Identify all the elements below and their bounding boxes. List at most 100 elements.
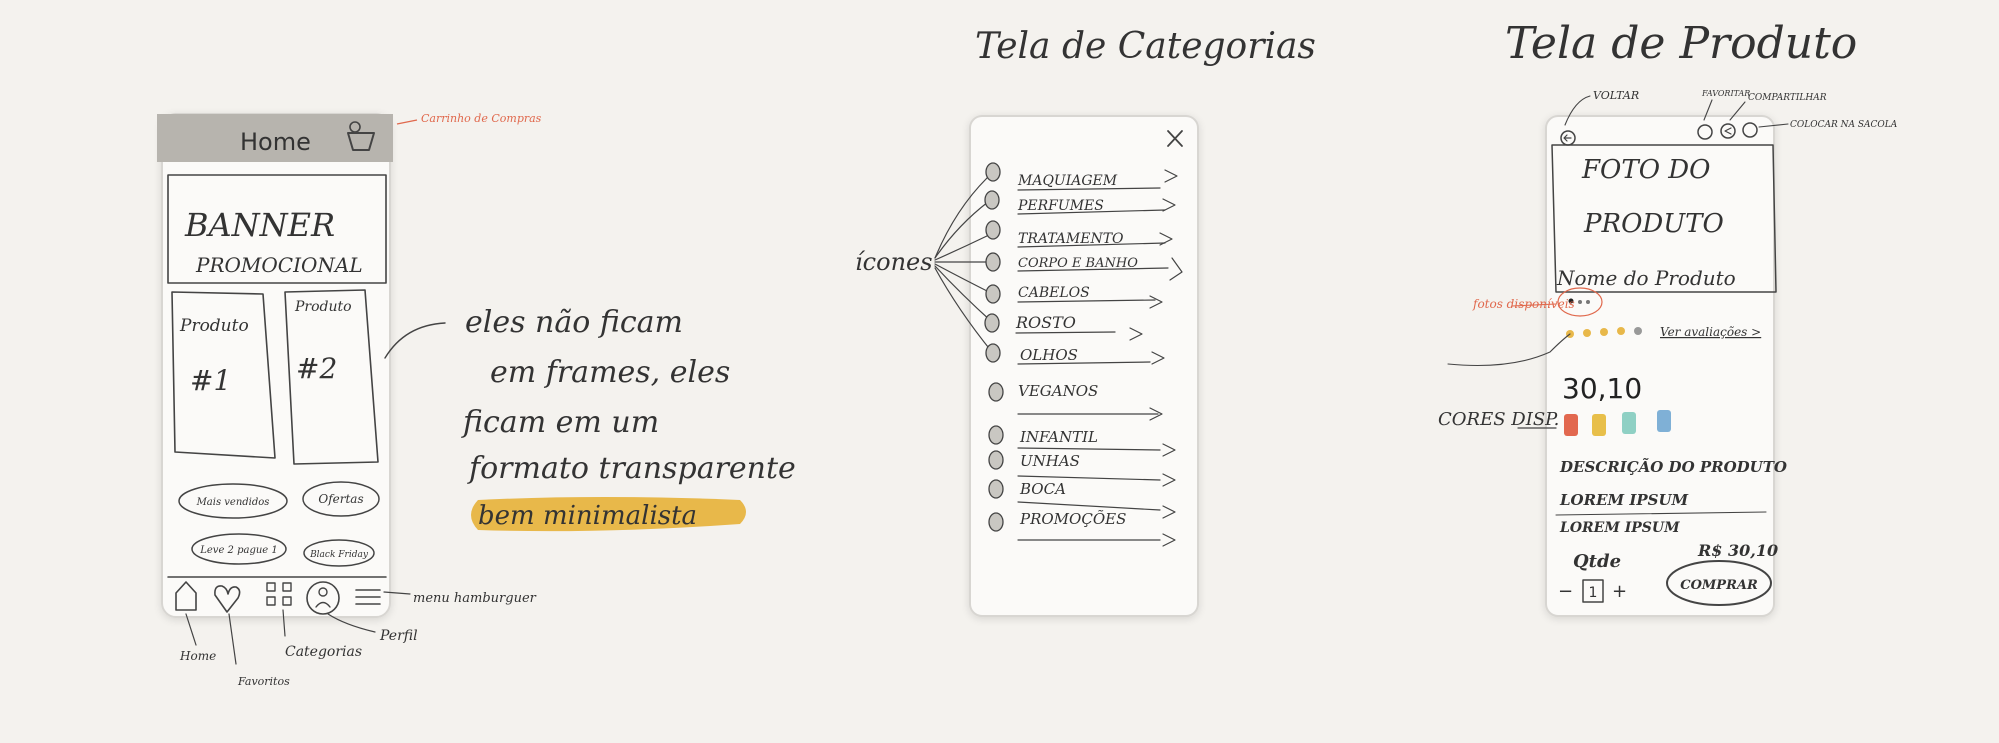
product-photo-box[interactable]	[1551, 144, 1777, 293]
category-label: MAQUIAGEM	[1017, 173, 1118, 189]
photos-highlight-circle	[1557, 287, 1603, 317]
cart-icon[interactable]	[347, 121, 375, 151]
category-row[interactable]: UNHAS	[988, 450, 1176, 487]
category-label: PROMOÇÕES	[1019, 510, 1126, 528]
product-card-label: Produto	[179, 316, 249, 336]
product-card[interactable]: Produto #2	[284, 289, 379, 465]
star-icon	[1600, 328, 1608, 336]
banner-line-2: PROMOCIONAL	[195, 253, 363, 277]
category-row[interactable]: CABELOS	[985, 284, 1163, 309]
x-icon[interactable]	[1167, 130, 1183, 147]
photo-dot[interactable]	[1578, 300, 1582, 304]
bag-annotation-line	[1758, 123, 1789, 128]
pill-leve-2-pague-1[interactable]: Leve 2 pague 1	[191, 533, 287, 565]
heart-tab-icon[interactable]	[214, 585, 241, 613]
pill-ofertas[interactable]: Ofertas	[302, 481, 380, 517]
color-swatch[interactable]	[1622, 412, 1636, 434]
qty-label: Qtde	[1573, 551, 1621, 572]
lorem-line: LOREM IPSUM	[1559, 491, 1689, 509]
categories-tab-icon[interactable]	[266, 582, 292, 606]
cart-annotation-arrow	[396, 119, 418, 125]
back-arrow-glyph	[1563, 134, 1572, 142]
note-line: formato transparente	[467, 451, 796, 486]
tab-label-profile: Perfil	[379, 628, 418, 644]
category-row[interactable]: MAQUIAGEM	[985, 162, 1178, 191]
category-row[interactable]: CORPO E BANHO	[985, 252, 1183, 281]
categories-label-arrow	[282, 609, 286, 637]
highlight-text: bem minimalista	[478, 501, 697, 531]
pill-label: Leve 2 pague 1	[199, 545, 278, 556]
price: 30,10	[1562, 372, 1642, 405]
photos-annotation-line	[1511, 303, 1557, 307]
qty-plus-button[interactable]: +	[1612, 581, 1627, 602]
qty-minus-button[interactable]: −	[1558, 581, 1573, 602]
share-icon[interactable]	[1720, 123, 1736, 139]
category-row[interactable]: VEGANOS	[988, 382, 1163, 421]
category-label: CORPO E BANHO	[1018, 256, 1138, 271]
pill-label: Ofertas	[318, 492, 363, 506]
product-card[interactable]: Produto #1	[171, 291, 276, 459]
category-label: PERFUMES	[1017, 198, 1104, 214]
share-annotation: COMPARTILHAR	[1748, 93, 1827, 103]
note-line: em frames, eles	[490, 355, 730, 390]
category-label: TRATAMENTO	[1018, 231, 1124, 247]
description-divider	[1555, 511, 1767, 516]
buy-button[interactable]	[1666, 560, 1772, 606]
home-tab-icon[interactable]	[175, 581, 197, 611]
cart-annotation: Carrinho de Compras	[421, 112, 542, 125]
category-row[interactable]: ROSTO	[984, 313, 1143, 341]
photos-annotation: fotos disponíveis	[1472, 297, 1575, 311]
share-glyph	[1724, 127, 1732, 135]
menu-label-arrow	[383, 591, 411, 595]
tab-label-favorites: Favoritos	[237, 675, 290, 688]
home-label-arrow	[185, 613, 197, 646]
banner-line-1: BANNER	[184, 206, 335, 244]
pill-mais-vendidos[interactable]: Mais vendidos	[178, 483, 288, 519]
category-row[interactable]: OLHOS	[985, 343, 1165, 365]
icons-annotation: ícones	[855, 248, 933, 276]
lorem-line: LOREM IPSUM	[1559, 520, 1680, 536]
color-swatch[interactable]	[1564, 414, 1578, 436]
category-label: UNHAS	[1020, 452, 1080, 470]
product-name: Nome do Produto	[1556, 266, 1736, 290]
star-icon	[1583, 329, 1591, 337]
reviews-link[interactable]: Ver avaliações >	[1660, 325, 1761, 339]
color-swatch[interactable]	[1657, 410, 1671, 432]
category-label: OLHOS	[1020, 346, 1078, 364]
favorite-annotation: FAVORITAR	[1701, 89, 1750, 98]
photo-dot[interactable]	[1586, 300, 1590, 304]
product-phone-frame	[1545, 115, 1775, 617]
category-row[interactable]: BOCA	[988, 479, 1176, 519]
hamburger-menu-icon[interactable]	[355, 589, 381, 605]
star-icon	[1634, 327, 1642, 335]
promo-banner[interactable]	[167, 174, 387, 284]
qty-box[interactable]	[1582, 579, 1604, 603]
categories-screen: ícones MAQUIAGEM PERFUMES TRATAMENTO	[855, 115, 1199, 617]
highlight-marker	[471, 497, 746, 532]
category-row[interactable]: PERFUMES	[984, 190, 1176, 215]
color-swatch[interactable]	[1592, 414, 1606, 436]
note-line: eles não ficam	[465, 305, 683, 340]
handwritten-note: eles não ficam em frames, eles ficam em …	[461, 305, 796, 486]
category-row[interactable]: INFANTIL	[988, 425, 1176, 457]
favorite-icon[interactable]	[1697, 124, 1713, 140]
category-row[interactable]: TRATAMENTO	[985, 220, 1173, 248]
category-label: ROSTO	[1015, 313, 1076, 332]
pill-black-friday[interactable]: Black Friday	[303, 539, 375, 567]
rating-pointer	[1447, 333, 1571, 367]
category-row[interactable]: PROMOÇÕES	[988, 510, 1176, 547]
bag-icon[interactable]	[1742, 122, 1758, 138]
home-header-title: Home	[240, 128, 311, 156]
colors-annotation: CORES DISP.	[1438, 409, 1559, 430]
profile-tab-icon[interactable]	[306, 581, 340, 615]
product-screen: VOLTAR FAVORITAR COMPARTILHAR COLOCAR NA…	[1438, 89, 1898, 617]
categories-screen-title: Tela de Categorias	[975, 26, 1316, 67]
tab-label-categories: Categorias	[285, 644, 362, 660]
photo-dot-active[interactable]	[1568, 298, 1574, 304]
favorites-label-arrow	[228, 613, 237, 665]
tab-label-home: Home	[179, 649, 216, 663]
pill-label: Mais vendidos	[196, 497, 270, 508]
back-annotation-line	[1564, 95, 1591, 126]
photo-line-2: PRODUTO	[1583, 209, 1724, 239]
